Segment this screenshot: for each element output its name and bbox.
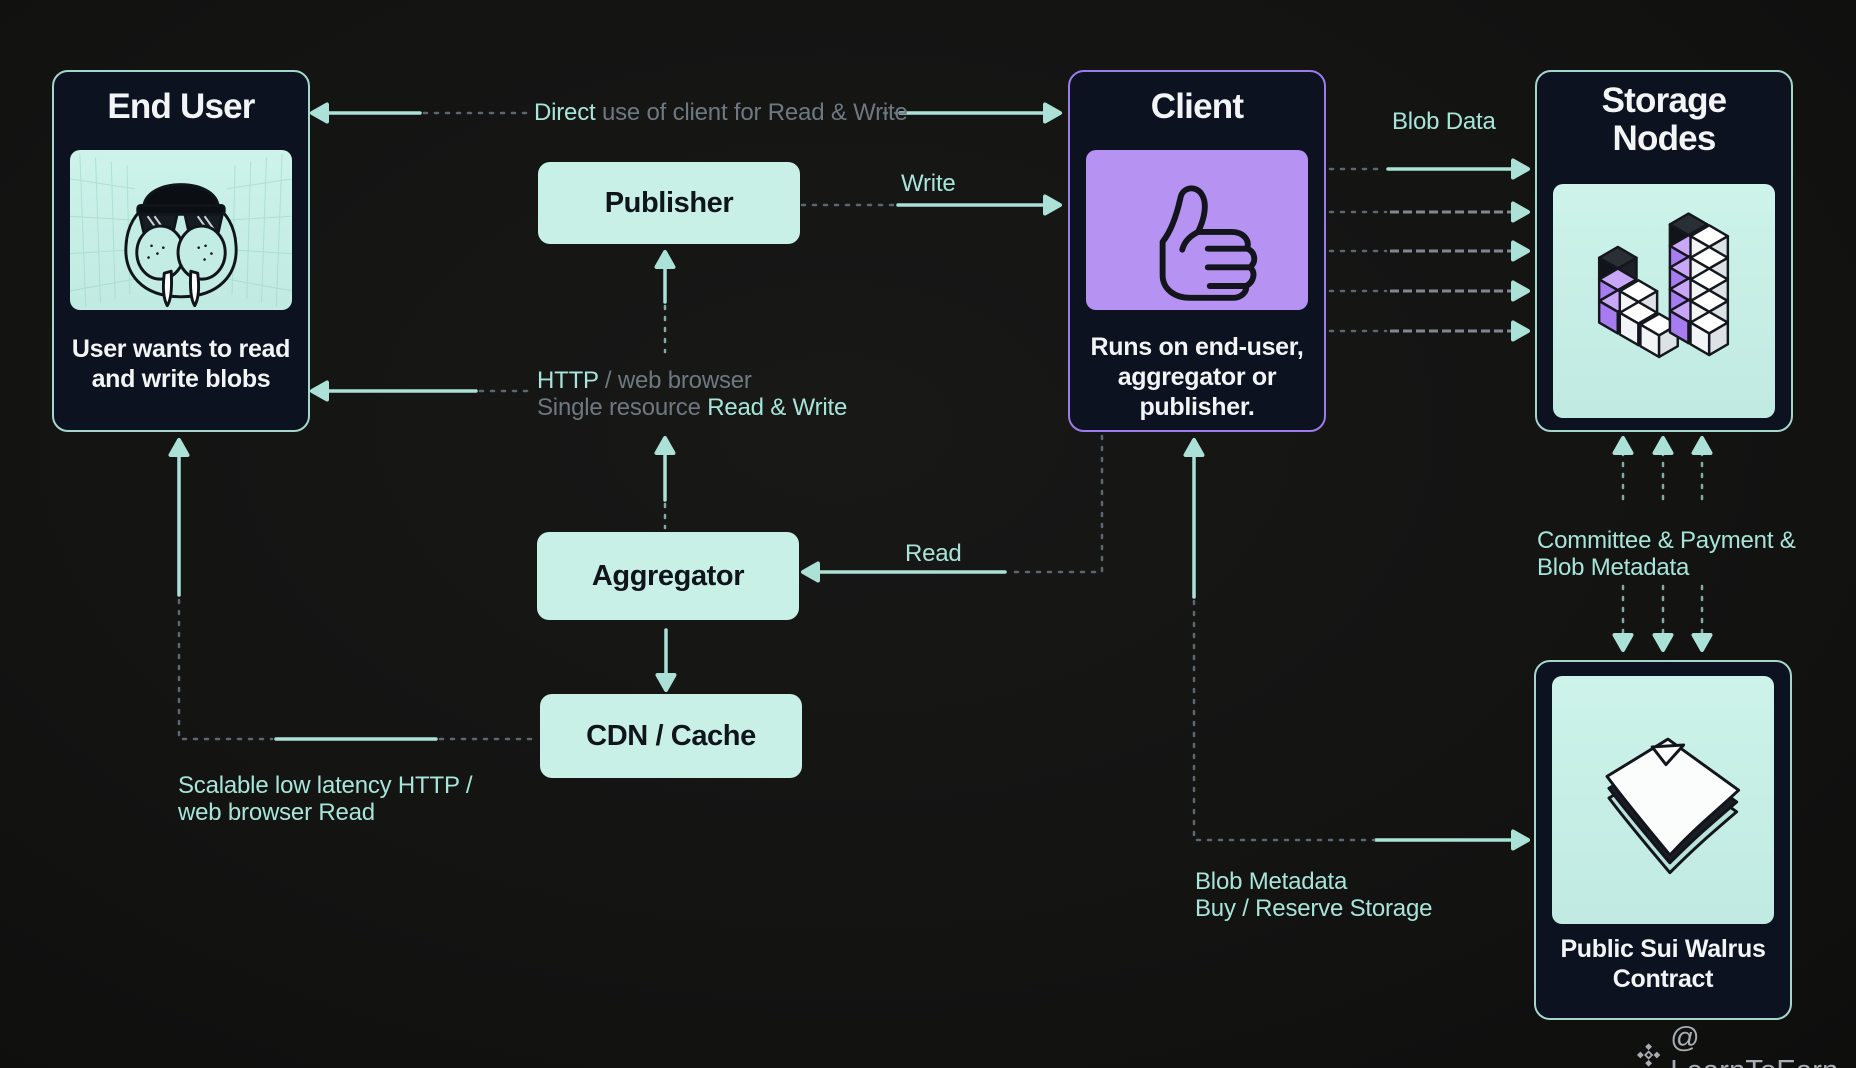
watermark-handle: @ LearnToEarn xyxy=(1670,1022,1838,1068)
end-user-caption: User wants to read and write blobs xyxy=(71,335,291,393)
diamond-logo-icon xyxy=(1636,1043,1661,1067)
direct-accent: Direct xyxy=(534,99,596,126)
thumbs-up-icon xyxy=(1159,185,1258,301)
edge-label-write: Write xyxy=(901,170,956,197)
http-rest: / web browser xyxy=(598,367,752,394)
edge-label-read: Read xyxy=(905,540,962,567)
storage-illustration-card xyxy=(1553,184,1775,418)
edge-label-committee: Committee & Payment & Blob Metadata xyxy=(1537,527,1796,581)
arrow-heads xyxy=(168,102,1713,851)
walrus-illustration xyxy=(70,153,292,308)
end-user-title: End User xyxy=(107,87,255,126)
client-caption: Runs on end-user, aggregator or publishe… xyxy=(1090,333,1304,421)
client-title: Client xyxy=(1150,87,1244,126)
edge-label-http: HTTP / web browser Single resource Read … xyxy=(537,367,847,421)
cdn-cache-label: CDN / Cache xyxy=(586,719,756,752)
aggregator-label: Aggregator xyxy=(591,559,745,592)
read-write-accent: Read & Write xyxy=(707,394,848,421)
client-node: Client Runs on end-user, aggregator or p… xyxy=(1068,70,1326,432)
edge-label-blob-data: Blob Data xyxy=(1392,108,1496,135)
blob-metadata-line2: Buy / Reserve Storage xyxy=(1195,895,1433,922)
contract-illustration-card xyxy=(1552,676,1774,924)
sui-contract-node: Public Sui Walrus Contract xyxy=(1534,660,1792,1020)
edge-label-direct: Direct use of client for Read & Write xyxy=(534,99,908,126)
blob-metadata-line1: Blob Metadata xyxy=(1195,868,1348,895)
committee-line1: Committee & Payment & xyxy=(1537,527,1796,554)
storage-cubes-illustration xyxy=(1597,212,1730,359)
http-accent: HTTP xyxy=(537,367,599,394)
edge-label-blob-metadata: Blob Metadata Buy / Reserve Storage xyxy=(1195,868,1432,922)
aggregator-node: Aggregator xyxy=(537,532,799,620)
end-user-node: End User xyxy=(52,70,310,432)
blob-data-lines xyxy=(1390,210,1512,333)
client-illustration-card xyxy=(1086,150,1308,310)
committee-line2: Blob Metadata xyxy=(1537,554,1690,581)
single-resource-text: Single resource xyxy=(537,394,708,421)
contract-caption: Public Sui Walrus Contract xyxy=(1560,935,1766,993)
storage-nodes-title: Storage Nodes xyxy=(1601,81,1728,158)
cdn-cache-node: CDN / Cache xyxy=(540,694,802,778)
end-user-illustration-card xyxy=(70,150,292,310)
publisher-label: Publisher xyxy=(604,186,734,219)
contract-papers-illustration xyxy=(1605,737,1741,875)
scalable-line2: web browser Read xyxy=(178,799,375,826)
direct-rest: use of client for Read & Write xyxy=(595,99,908,126)
scalable-line1: Scalable low latency HTTP / xyxy=(178,772,473,799)
storage-nodes-node: Storage Nodes xyxy=(1535,70,1793,432)
edge-label-scalable: Scalable low latency HTTP / web browser … xyxy=(178,772,472,826)
publisher-node: Publisher xyxy=(538,162,800,244)
watermark: @ LearnToEarn xyxy=(1636,1022,1856,1068)
